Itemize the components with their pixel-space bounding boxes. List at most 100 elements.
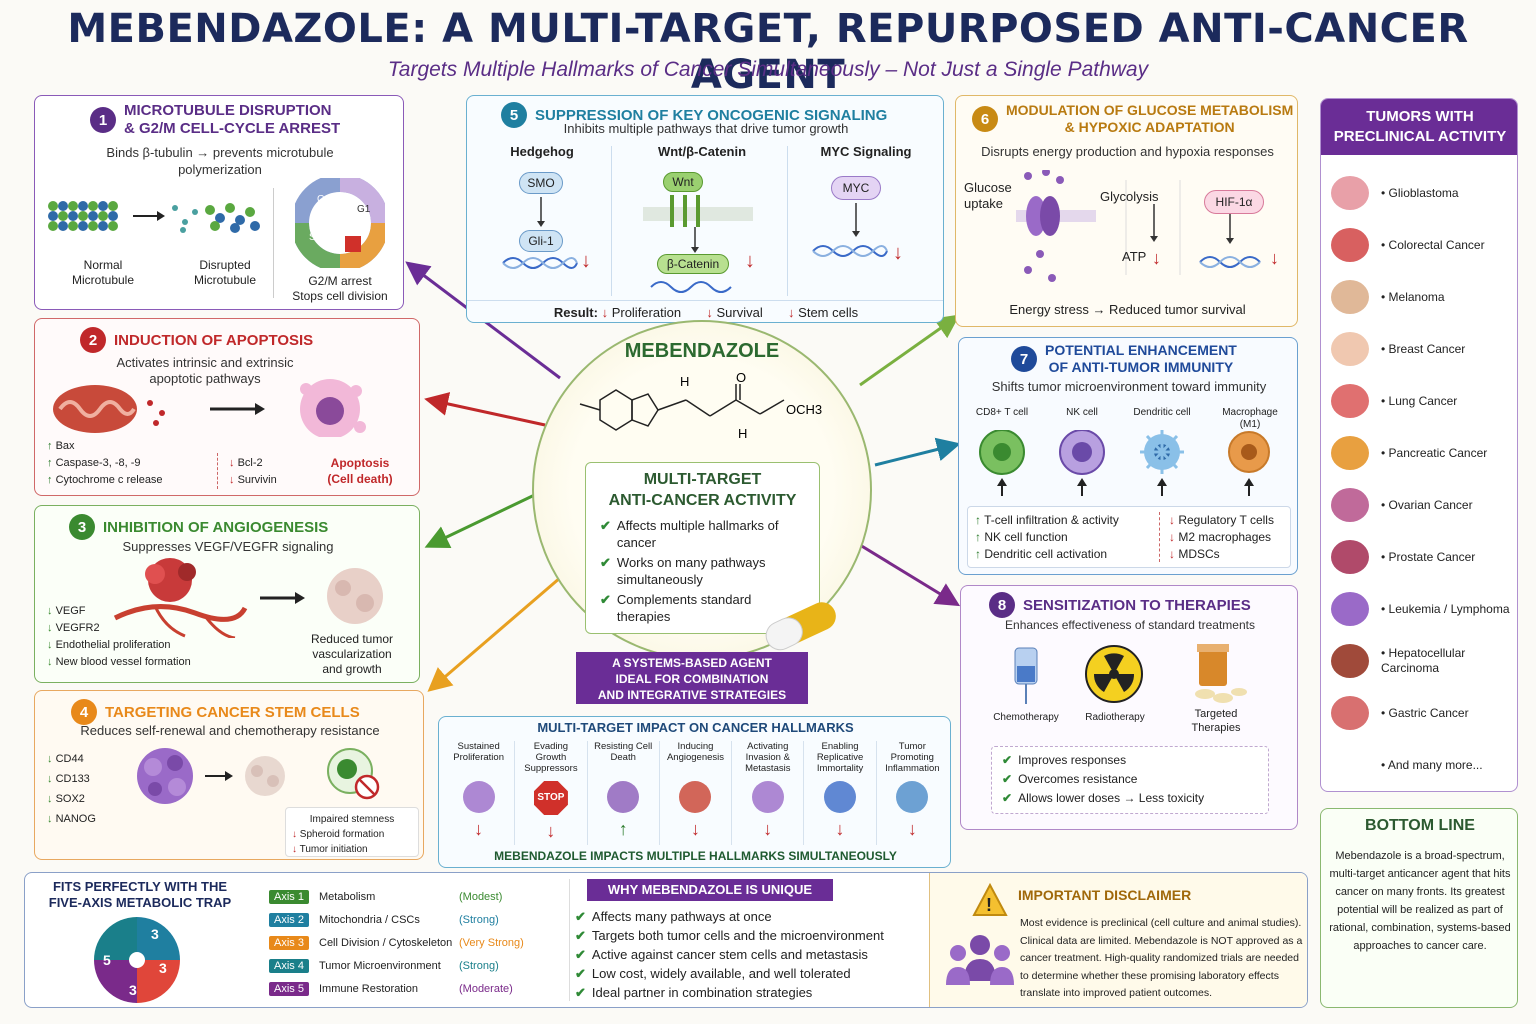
panel-subtitle-2: polymerization [178, 162, 262, 177]
tumor-list: • Glioblastoma• Colorectal Cancer• Melan… [1331, 167, 1516, 791]
disrupted-label-2: Microtubule [193, 273, 257, 287]
panel-bottom-strip: FITS PERFECTLY WITH THE FIVE-AXIS METABO… [24, 872, 1308, 1008]
cell-nk: NK cell [1066, 407, 1098, 418]
hallmarks-title: MULTI-TARGET IMPACT ON CANCER HALLMARKS [537, 720, 854, 735]
gli1-node: Gli-1 [519, 230, 563, 252]
pill-icon [765, 602, 836, 651]
normal-label-2: Microtubule [71, 273, 135, 287]
panel-subtitle: Inhibits multiple pathways that drive tu… [563, 121, 849, 136]
tumor-label: • Breast Cancer [1381, 341, 1466, 356]
panel-sensitization: 8 SENSITIZATION TO THERAPIES Enhances ef… [960, 585, 1298, 830]
panel-subtitle: Shifts tumor microenvironment toward imm… [991, 379, 1267, 394]
hallmark-icon [824, 781, 857, 813]
tumor-item: • Leukemia / Lymphoma [1331, 583, 1516, 635]
unique-item: ✔Targets both tumor cells and the microe… [575, 928, 884, 943]
organ-icon [1331, 228, 1369, 262]
panel-title-line1: MICROTUBULE DISRUPTION [124, 102, 332, 119]
panel-microtubule: 1 MICROTUBULE DISRUPTION & G2/M CELL-CYC… [34, 95, 404, 310]
cell-cycle-wheel: G2 G1 S [295, 178, 385, 268]
down-arrow-icon: ↓ [907, 819, 917, 839]
molecule-o: O [736, 370, 746, 385]
down-bcl2: Bcl-2 [237, 457, 263, 469]
tumor-label: • Gastric Cancer [1381, 705, 1469, 720]
benefit-responses: Improves responses [1018, 753, 1127, 767]
tumor-item: • Prostate Cancer [1331, 531, 1516, 583]
axis-level: (Modest) [459, 890, 503, 903]
panel-number: 7 [1011, 346, 1037, 372]
up-arrow-icon: ↑ [618, 819, 628, 839]
cell-cd8: CD8+ T cell [975, 407, 1029, 418]
panel-subtitle: Enhances effectiveness of standard treat… [1005, 618, 1255, 632]
tumor-item: • Colorectal Cancer [1331, 219, 1516, 271]
organ-icon [1331, 696, 1369, 730]
panel-hallmarks: MULTI-TARGET IMPACT ON CANCER HALLMARKS … [438, 716, 951, 868]
down-cd133: CD133 [55, 773, 90, 785]
tumor-label: • Lung Cancer [1381, 393, 1458, 408]
down-vessel: New blood vessel formation [55, 656, 191, 668]
hallmark-label: Sustained Proliferation [453, 741, 504, 763]
unique-item: ✔Active against cancer stem cells and me… [575, 947, 868, 962]
panel-apoptosis: 2 INDUCTION OF APOPTOSIS Activates intri… [34, 318, 420, 496]
axis-name: Mitochondria / CSCs [319, 913, 420, 926]
wheel-num-2: 5 [103, 952, 111, 968]
axis-tag: Axis 4 [269, 958, 309, 973]
result-line2: vascularization [312, 647, 392, 661]
panel-title: SENSITIZATION TO THERAPIES [1023, 596, 1251, 614]
panel-subtitle-2: apoptotic pathways [149, 371, 261, 386]
panel-title-line1: POTENTIAL ENHANCEMENT [1045, 342, 1237, 358]
glucose-label: Glucose [964, 180, 1012, 195]
down-arrow-icon: ↓ [835, 819, 845, 839]
signaling-illustration [502, 195, 888, 293]
hallmark-label: Tumor Promoting Inflammation [885, 741, 940, 774]
benefit-resistance: Overcomes resistance [1018, 772, 1138, 786]
center-item-3: Complements standard therapies [616, 592, 752, 624]
hallmark-item: Enabling Replicative Immortality↓ [804, 741, 877, 845]
panel-number: 6 [972, 106, 998, 132]
angiogenesis-illustration [113, 558, 383, 638]
up-bax: Bax [55, 440, 75, 452]
col-myc: MYC Signaling [820, 144, 912, 159]
disclaimer-text: Most evidence is preclinical (cell cultu… [1020, 917, 1303, 999]
page-title: MEBENDAZOLE: A MULTI-TARGET, REPURPOSED … [67, 6, 1469, 98]
panel-subtitle: Reduces self-renewal and chemotherapy re… [80, 723, 380, 738]
stem-cell-illustration [137, 748, 380, 804]
s-text: S [309, 232, 316, 243]
tumor-item: • Pancreatic Cancer [1331, 427, 1516, 479]
normal-label: Normal [83, 258, 123, 272]
hallmark-icon: STOP [533, 781, 568, 815]
organ-icon [1331, 332, 1369, 366]
tumor-item: • Gastric Cancer [1331, 687, 1516, 739]
up-caspase: Caspase-3, -8, -9 [55, 457, 141, 469]
multi-target-line1: MULTI-TARGET [643, 471, 762, 488]
wheel-num-4: 3 [129, 982, 137, 998]
multi-target-line2: ANTI-CANCER ACTIVITY [608, 492, 797, 509]
myc-node: MYC [831, 176, 881, 200]
hif-node: HIF-1α [1204, 190, 1264, 214]
result-survival: Survival [716, 305, 763, 320]
disclaimer-box: ! IMPORTANT DISCLAIMER Most evidence is … [929, 873, 1307, 1007]
unique-item: ✔Ideal partner in combination strategies [575, 985, 813, 1000]
panel-subtitle: Binds β-tubulin → prevents microtubule [106, 145, 334, 160]
col-hedgehog: Hedgehog [510, 144, 574, 159]
axis-tag: Axis 3 [269, 935, 309, 950]
down-sox2: SOX2 [55, 793, 85, 805]
panel-title: INHIBITION OF ANGIOGENESIS [103, 518, 329, 536]
panel-glucose-metabolism: 6 MODULATION OF GLUCOSE METABOLISM & HYP… [955, 95, 1298, 327]
five-axis-title2: FIVE-AXIS METABOLIC TRAP [48, 895, 232, 910]
molecule-och3: OCH3 [786, 402, 822, 417]
bottom-line-title: BOTTOM LINE [1365, 817, 1475, 834]
atp-label: ATP [1122, 249, 1147, 264]
organ-icon [1331, 488, 1369, 522]
panel-number: 8 [989, 592, 1015, 618]
therapy-chemo: Chemotherapy [993, 712, 1059, 723]
hallmark-label: Resisting Cell Death [594, 741, 653, 763]
axis-level: (Moderate) [459, 982, 513, 995]
down-arrow-icon: ↓ [474, 819, 484, 839]
unique-item: ✔Affects many pathways at once [575, 909, 772, 924]
page-subtitle: Targets Multiple Hallmarks of Cancer Sim… [387, 58, 1149, 81]
organ-icon [1331, 176, 1369, 210]
hallmark-item: Inducing Angiogenesis↓ [660, 741, 733, 845]
hallmark-icon [751, 781, 784, 813]
